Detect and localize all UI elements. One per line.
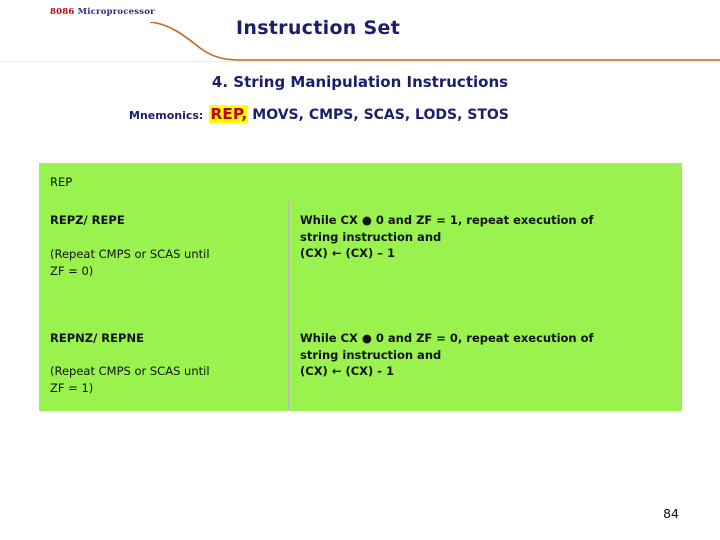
table-header-row: REP — [39, 163, 682, 201]
table-row: While CX ● 0 and ZF = 0, repeat executio… — [300, 330, 670, 380]
row1-note-line2: ZF = 1) — [50, 380, 94, 395]
row0-note-line2: ZF = 0) — [50, 263, 94, 278]
table-column-mnemonic: REPZ/ REPE (Repeat CMPS or SCAS until ZF… — [39, 201, 289, 411]
page-title: Instruction Set — [236, 17, 401, 39]
row1-desc-line3: (CX) ← (CX) - 1 — [300, 364, 395, 378]
brand-label: 8086 Microprocessor — [50, 7, 155, 17]
row0-desc-line1: While CX ● 0 and ZF = 1, repeat executio… — [300, 213, 594, 227]
mnemonics-list: MOVS, CMPS, SCAS, LODS, STOS — [252, 107, 509, 123]
table-body: REPZ/ REPE (Repeat CMPS or SCAS until ZF… — [39, 201, 682, 411]
table-row: REPNZ/ REPNE — [50, 331, 144, 345]
mnemonics-row: Mnemonics: REP, MOVS, CMPS, SCAS, LODS, … — [129, 105, 509, 123]
row1-note-line1: (Repeat CMPS or SCAS until — [50, 364, 210, 378]
table-row: REPZ/ REPE — [50, 213, 125, 227]
row1-desc-line2: string instruction and — [300, 347, 442, 362]
table-column-description: While CX ● 0 and ZF = 1, repeat executio… — [289, 201, 682, 411]
table-row: (Repeat CMPS or SCAS until ZF = 1) — [50, 363, 210, 396]
table-header-rep: REP — [50, 175, 73, 189]
table-row: While CX ● 0 and ZF = 1, repeat executio… — [300, 212, 670, 262]
brand-number: 8086 — [50, 7, 75, 17]
row1-desc-line1: While CX ● 0 and ZF = 0, repeat executio… — [300, 331, 594, 345]
page-header: 8086 Microprocessor Instruction Set — [0, 0, 720, 62]
section-heading: 4. String Manipulation Instructions — [211, 73, 509, 91]
page-number: 84 — [663, 506, 679, 521]
header-divider-rule — [0, 22, 720, 62]
brand-text: Microprocessor — [74, 7, 155, 17]
row0-desc-line3: (CX) ← (CX) – 1 — [300, 246, 396, 260]
instruction-table: REP REPZ/ REPE (Repeat CMPS or SCAS unti… — [39, 163, 682, 411]
row0-note-line1: (Repeat CMPS or SCAS until — [50, 247, 210, 261]
row0-desc-line2: string instruction and — [300, 229, 442, 244]
mnemonics-highlight: REP, — [209, 105, 249, 123]
mnemonics-label: Mnemonics: — [129, 109, 204, 122]
table-row: (Repeat CMPS or SCAS until ZF = 0) — [50, 246, 210, 279]
